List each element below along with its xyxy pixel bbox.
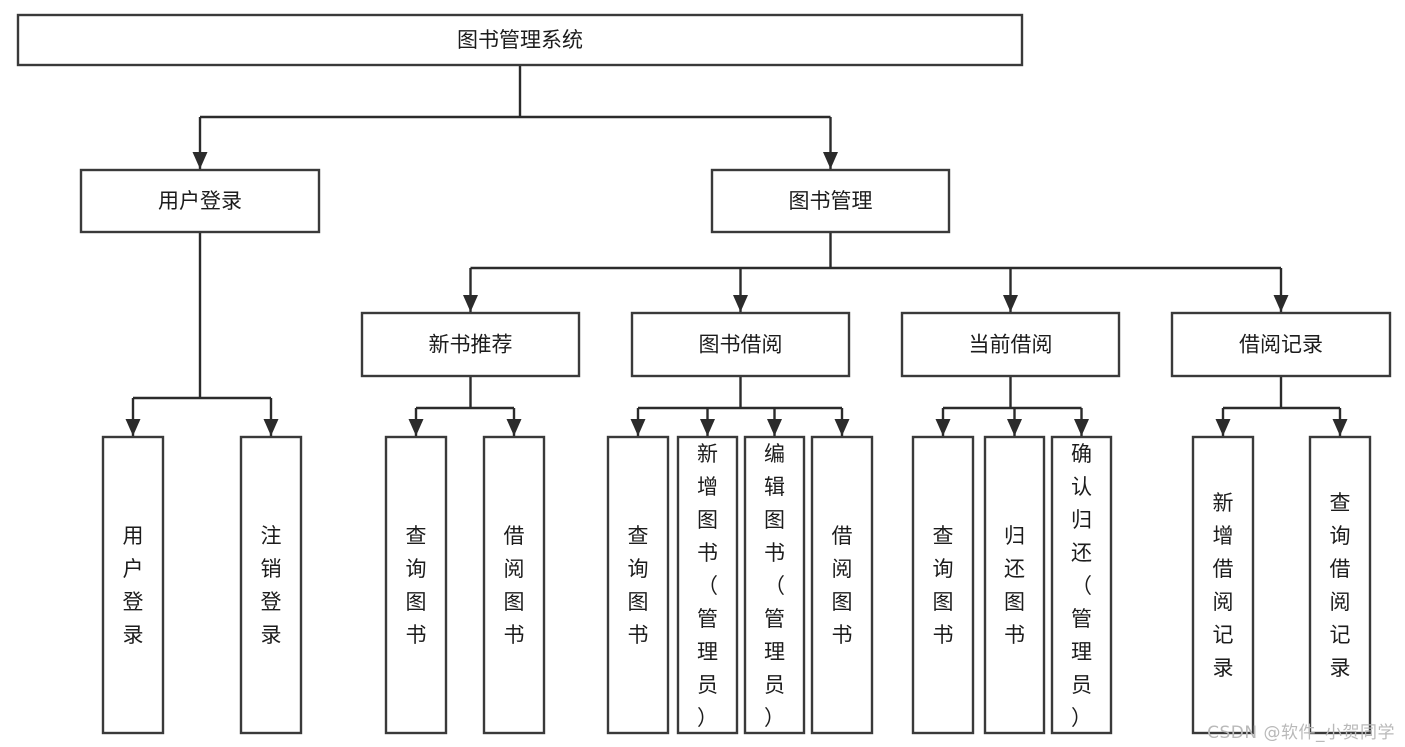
watermark-text: CSDN @软件_小贺同学 <box>1207 723 1395 743</box>
node-label-leaf-return-book: 归还图书 <box>1004 524 1025 647</box>
node-box-leaf-edit-book <box>743 435 806 735</box>
node-label-current: 当前借阅 <box>969 333 1053 357</box>
node-box-leaf-query-record <box>1308 435 1372 735</box>
node-leaf-edit-book[interactable]: 编辑图书（管理员） <box>743 435 806 735</box>
node-box-leaf-user-login <box>101 435 165 735</box>
node-box-leaf-return-book <box>983 435 1046 735</box>
node-label-login: 用户登录 <box>158 189 242 213</box>
arrow-head-icon <box>1074 419 1089 436</box>
node-box-record <box>1170 311 1392 378</box>
node-box-newbook <box>360 311 581 378</box>
node-label-bookmgmt: 图书管理 <box>789 189 873 213</box>
node-box-bookmgmt <box>710 168 951 234</box>
node-box-leaf-logout <box>239 435 303 735</box>
arrow-head-icon <box>408 419 424 436</box>
node-label-leaf-confirm-return: 确认归还（管理员） <box>1071 442 1092 730</box>
arrow-head-icon <box>1273 295 1289 312</box>
node-current[interactable]: 当前借阅 <box>900 311 1121 378</box>
node-box-leaf-borrow-book-1 <box>482 435 546 735</box>
node-leaf-query-book-2[interactable]: 查询图书 <box>606 435 670 735</box>
node-box-borrow <box>630 311 851 378</box>
node-leaf-confirm-return[interactable]: 确认归还（管理员） <box>1050 435 1113 735</box>
connector-group-borrow <box>630 376 850 436</box>
arrow-head-icon <box>1332 419 1348 436</box>
arrow-head-icon <box>263 419 279 436</box>
node-leaf-borrow-book-2[interactable]: 借阅图书 <box>810 435 874 735</box>
arrow-head-icon <box>823 152 838 169</box>
node-label-leaf-query-book-3: 查询图书 <box>933 524 954 647</box>
arrow-head-icon <box>935 419 951 436</box>
node-label-newbook: 新书推荐 <box>429 333 513 357</box>
node-record[interactable]: 借阅记录 <box>1170 311 1392 378</box>
node-root[interactable]: 图书管理系统 <box>16 13 1024 67</box>
node-borrow[interactable]: 图书借阅 <box>630 311 851 378</box>
arrow-head-icon <box>630 419 646 436</box>
node-leaf-add-record[interactable]: 新增借阅记录 <box>1191 435 1255 735</box>
node-label-leaf-query-book-1: 查询图书 <box>406 524 427 647</box>
node-label-leaf-add-record: 新增借阅记录 <box>1213 491 1234 680</box>
node-label-leaf-query-book-2: 查询图书 <box>628 524 649 647</box>
node-bookmgmt[interactable]: 图书管理 <box>710 168 951 234</box>
arrow-head-icon <box>700 419 715 436</box>
arrow-head-icon <box>506 419 522 436</box>
connector-group-login <box>125 232 279 436</box>
connector-group-current <box>935 376 1089 436</box>
connector-group-bookmgmt <box>463 232 1289 312</box>
node-label-leaf-logout: 注销登录 <box>261 524 282 647</box>
node-box-leaf-query-book-3 <box>911 435 975 735</box>
node-leaf-user-login[interactable]: 用户登录 <box>101 435 165 735</box>
node-box-login <box>79 168 321 234</box>
connector-group-root <box>192 65 838 169</box>
arrow-head-icon <box>125 419 141 436</box>
node-box-leaf-add-book <box>676 435 739 735</box>
node-leaf-add-book[interactable]: 新增图书（管理员） <box>676 435 739 735</box>
node-label-leaf-query-record: 查询借阅记录 <box>1330 491 1351 680</box>
node-label-leaf-user-login: 用户登录 <box>123 524 144 647</box>
node-newbook[interactable]: 新书推荐 <box>360 311 581 378</box>
node-box-leaf-confirm-return <box>1050 435 1113 735</box>
arrow-head-icon <box>767 419 782 436</box>
arrow-head-icon <box>733 295 748 312</box>
node-label-borrow: 图书借阅 <box>699 333 783 357</box>
node-label-leaf-edit-book: 编辑图书（管理员） <box>764 442 785 730</box>
node-label-root: 图书管理系统 <box>457 28 583 52</box>
connector-group-record <box>1215 376 1348 436</box>
connector-group-newbook <box>408 376 522 436</box>
node-leaf-logout[interactable]: 注销登录 <box>239 435 303 735</box>
node-box-root <box>16 13 1024 67</box>
node-leaf-borrow-book-1[interactable]: 借阅图书 <box>482 435 546 735</box>
node-leaf-query-record[interactable]: 查询借阅记录 <box>1308 435 1372 735</box>
node-box-current <box>900 311 1121 378</box>
node-label-record: 借阅记录 <box>1239 333 1323 357</box>
node-leaf-return-book[interactable]: 归还图书 <box>983 435 1046 735</box>
node-leaf-query-book-1[interactable]: 查询图书 <box>384 435 448 735</box>
node-label-leaf-borrow-book-2: 借阅图书 <box>832 524 853 647</box>
node-box-leaf-add-record <box>1191 435 1255 735</box>
node-label-leaf-borrow-book-1: 借阅图书 <box>504 524 525 647</box>
node-box-leaf-query-book-1 <box>384 435 448 735</box>
node-leaf-query-book-3[interactable]: 查询图书 <box>911 435 975 735</box>
arrow-head-icon <box>1007 419 1022 436</box>
node-box-leaf-borrow-book-2 <box>810 435 874 735</box>
arrow-head-icon <box>1003 295 1018 312</box>
arrow-head-icon <box>834 419 850 436</box>
nodes-layer: 图书管理系统用户登录图书管理新书推荐图书借阅当前借阅借阅记录用户登录注销登录查询… <box>16 13 1392 735</box>
arrow-head-icon <box>192 152 208 169</box>
node-box-leaf-query-book-2 <box>606 435 670 735</box>
arrow-head-icon <box>463 295 478 312</box>
arrow-head-icon <box>1215 419 1231 436</box>
node-label-leaf-add-book: 新增图书（管理员） <box>697 442 718 730</box>
node-login[interactable]: 用户登录 <box>79 168 321 234</box>
connectors-layer <box>125 65 1348 436</box>
